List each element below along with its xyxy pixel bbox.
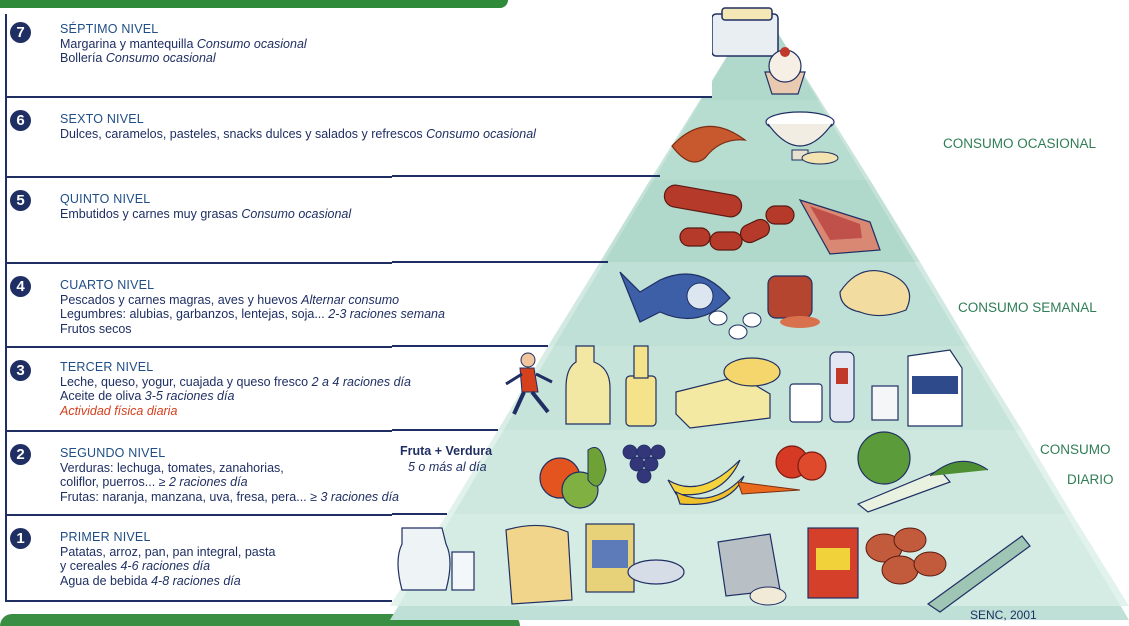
- level-text-2: SEGUNDO NIVEL Verduras: lechuga, tomates…: [60, 446, 399, 504]
- meat-steak-icon: [798, 198, 881, 255]
- fruta-verdura-title: Fruta + Verdura: [400, 444, 493, 458]
- level-text-4: CUARTO NIVEL Pescados y carnes magras, a…: [60, 278, 445, 336]
- chicken-icon: [839, 270, 911, 317]
- level-text-6: SEXTO NIVEL Dulces, caramelos, pasteles,…: [60, 112, 536, 141]
- level-box-5: [5, 176, 392, 266]
- oil-bottle-icon: [565, 345, 657, 427]
- level-line: Aceite de oliva 3-5 raciones día: [60, 389, 235, 403]
- level-box-1: [5, 514, 392, 602]
- sugar-bowl-icon: [765, 111, 839, 165]
- legumes-jar-icon: [767, 275, 820, 328]
- grapes-icon: [622, 444, 666, 484]
- bottom-green-banner: [0, 614, 520, 626]
- level-line: Actividad física diaria: [60, 403, 178, 418]
- cheese-icon: [675, 357, 781, 429]
- level-title-7: SÉPTIMO NIVEL: [60, 22, 159, 36]
- level-text-3: TERCER NIVEL Leche, queso, yogur, cuajad…: [60, 360, 411, 418]
- level-line: Embutidos y carnes muy grasas Consumo oc…: [60, 206, 352, 221]
- level-line: Dulces, caramelos, pasteles, snacks dulc…: [60, 126, 536, 141]
- level-number-7: 7: [10, 22, 31, 43]
- carrot-icon: [737, 481, 801, 495]
- pasta-box-icon: [807, 527, 859, 599]
- level-line: Verduras: lechuga, tomates, zanahorias,: [60, 460, 284, 475]
- level-title-5: QUINTO NIVEL: [60, 192, 151, 206]
- water-jug-icon: [397, 527, 475, 591]
- level-number-4: 4: [10, 276, 31, 297]
- level-title-1: PRIMER NIVEL: [60, 530, 151, 544]
- sausage-icon: [663, 184, 795, 251]
- level-box-6: [5, 96, 392, 180]
- top-green-banner: [0, 0, 508, 8]
- label-consumo-semanal: CONSUMO SEMANAL: [958, 300, 1097, 315]
- runner-icon: [505, 352, 553, 415]
- milk-carton-icon: [907, 349, 963, 427]
- croissant-icon: [671, 125, 748, 163]
- level-line: Patatas, arroz, pan, pan integral, pasta: [60, 544, 276, 559]
- level-line: y cereales 4-6 raciones día: [60, 559, 211, 573]
- potatoes-icon: [865, 527, 947, 585]
- banana-icon: [667, 459, 745, 506]
- level-line: Agua de bebida 4-8 raciones día: [60, 573, 241, 588]
- level-line: Bollería Consumo ocasional: [60, 51, 216, 65]
- fruta-verdura-subtitle: 5 o más al día: [408, 460, 487, 474]
- level-line: Frutas: naranja, manzana, uva, fresa, pe…: [60, 489, 400, 504]
- level-title-4: CUARTO NIVEL: [60, 278, 155, 292]
- label-consumo-diario-2: DIARIO: [1067, 472, 1114, 487]
- level-box-7: [5, 14, 712, 98]
- level-number-3: 3: [10, 360, 31, 381]
- rice-bag-icon: [717, 533, 787, 606]
- label-consumo-ocasional: CONSUMO OCASIONAL: [943, 136, 1097, 151]
- level-text-1: PRIMER NIVEL Patatas, arroz, pan, pan in…: [60, 530, 275, 588]
- tomato-icon: [775, 445, 827, 481]
- level-title-2: SEGUNDO NIVEL: [60, 446, 166, 460]
- level-line: Legumbres: alubias, garbanzos, lentejas,…: [60, 307, 445, 321]
- level-number-2: 2: [10, 444, 31, 465]
- cereal-box-icon: [585, 523, 685, 593]
- eggs-icon: [708, 310, 762, 340]
- level-line: Leche, queso, yogur, cuajada y queso fre…: [60, 374, 411, 389]
- yogurt-icon: [789, 351, 899, 423]
- butter-dish-icon: [711, 7, 779, 57]
- level-line: Pescados y carnes magras, aves y huevos …: [60, 292, 400, 307]
- level-box-2: [5, 430, 392, 518]
- level-number-5: 5: [10, 190, 31, 211]
- label-consumo-diario-1: CONSUMO: [1040, 442, 1111, 457]
- level-number-6: 6: [10, 110, 31, 131]
- level-text-7: SÉPTIMO NIVEL Margarina y mantequilla Co…: [60, 22, 307, 66]
- fish-icon: [619, 271, 731, 323]
- level-box-4: [5, 262, 392, 350]
- level-line: Frutos secos: [60, 321, 132, 336]
- bread-icon: [505, 524, 573, 605]
- lettuce-icon: [856, 431, 989, 513]
- level-text-5: QUINTO NIVEL Embutidos y carnes muy gras…: [60, 192, 351, 221]
- level-box-3: [5, 346, 392, 434]
- level-number-1: 1: [10, 528, 31, 549]
- level-line: coliflor, puerros... ≥ 2 raciones día: [60, 475, 248, 489]
- level-line: Margarina y mantequilla Consumo ocasiona…: [60, 36, 307, 51]
- level-title-3: TERCER NIVEL: [60, 360, 154, 374]
- level-title-6: SEXTO NIVEL: [60, 112, 144, 126]
- spaghetti-icon: [926, 535, 1031, 613]
- fruits-icon: [539, 447, 607, 509]
- credit-text: SENC, 2001: [970, 608, 1037, 622]
- cupcake-icon: [764, 47, 806, 95]
